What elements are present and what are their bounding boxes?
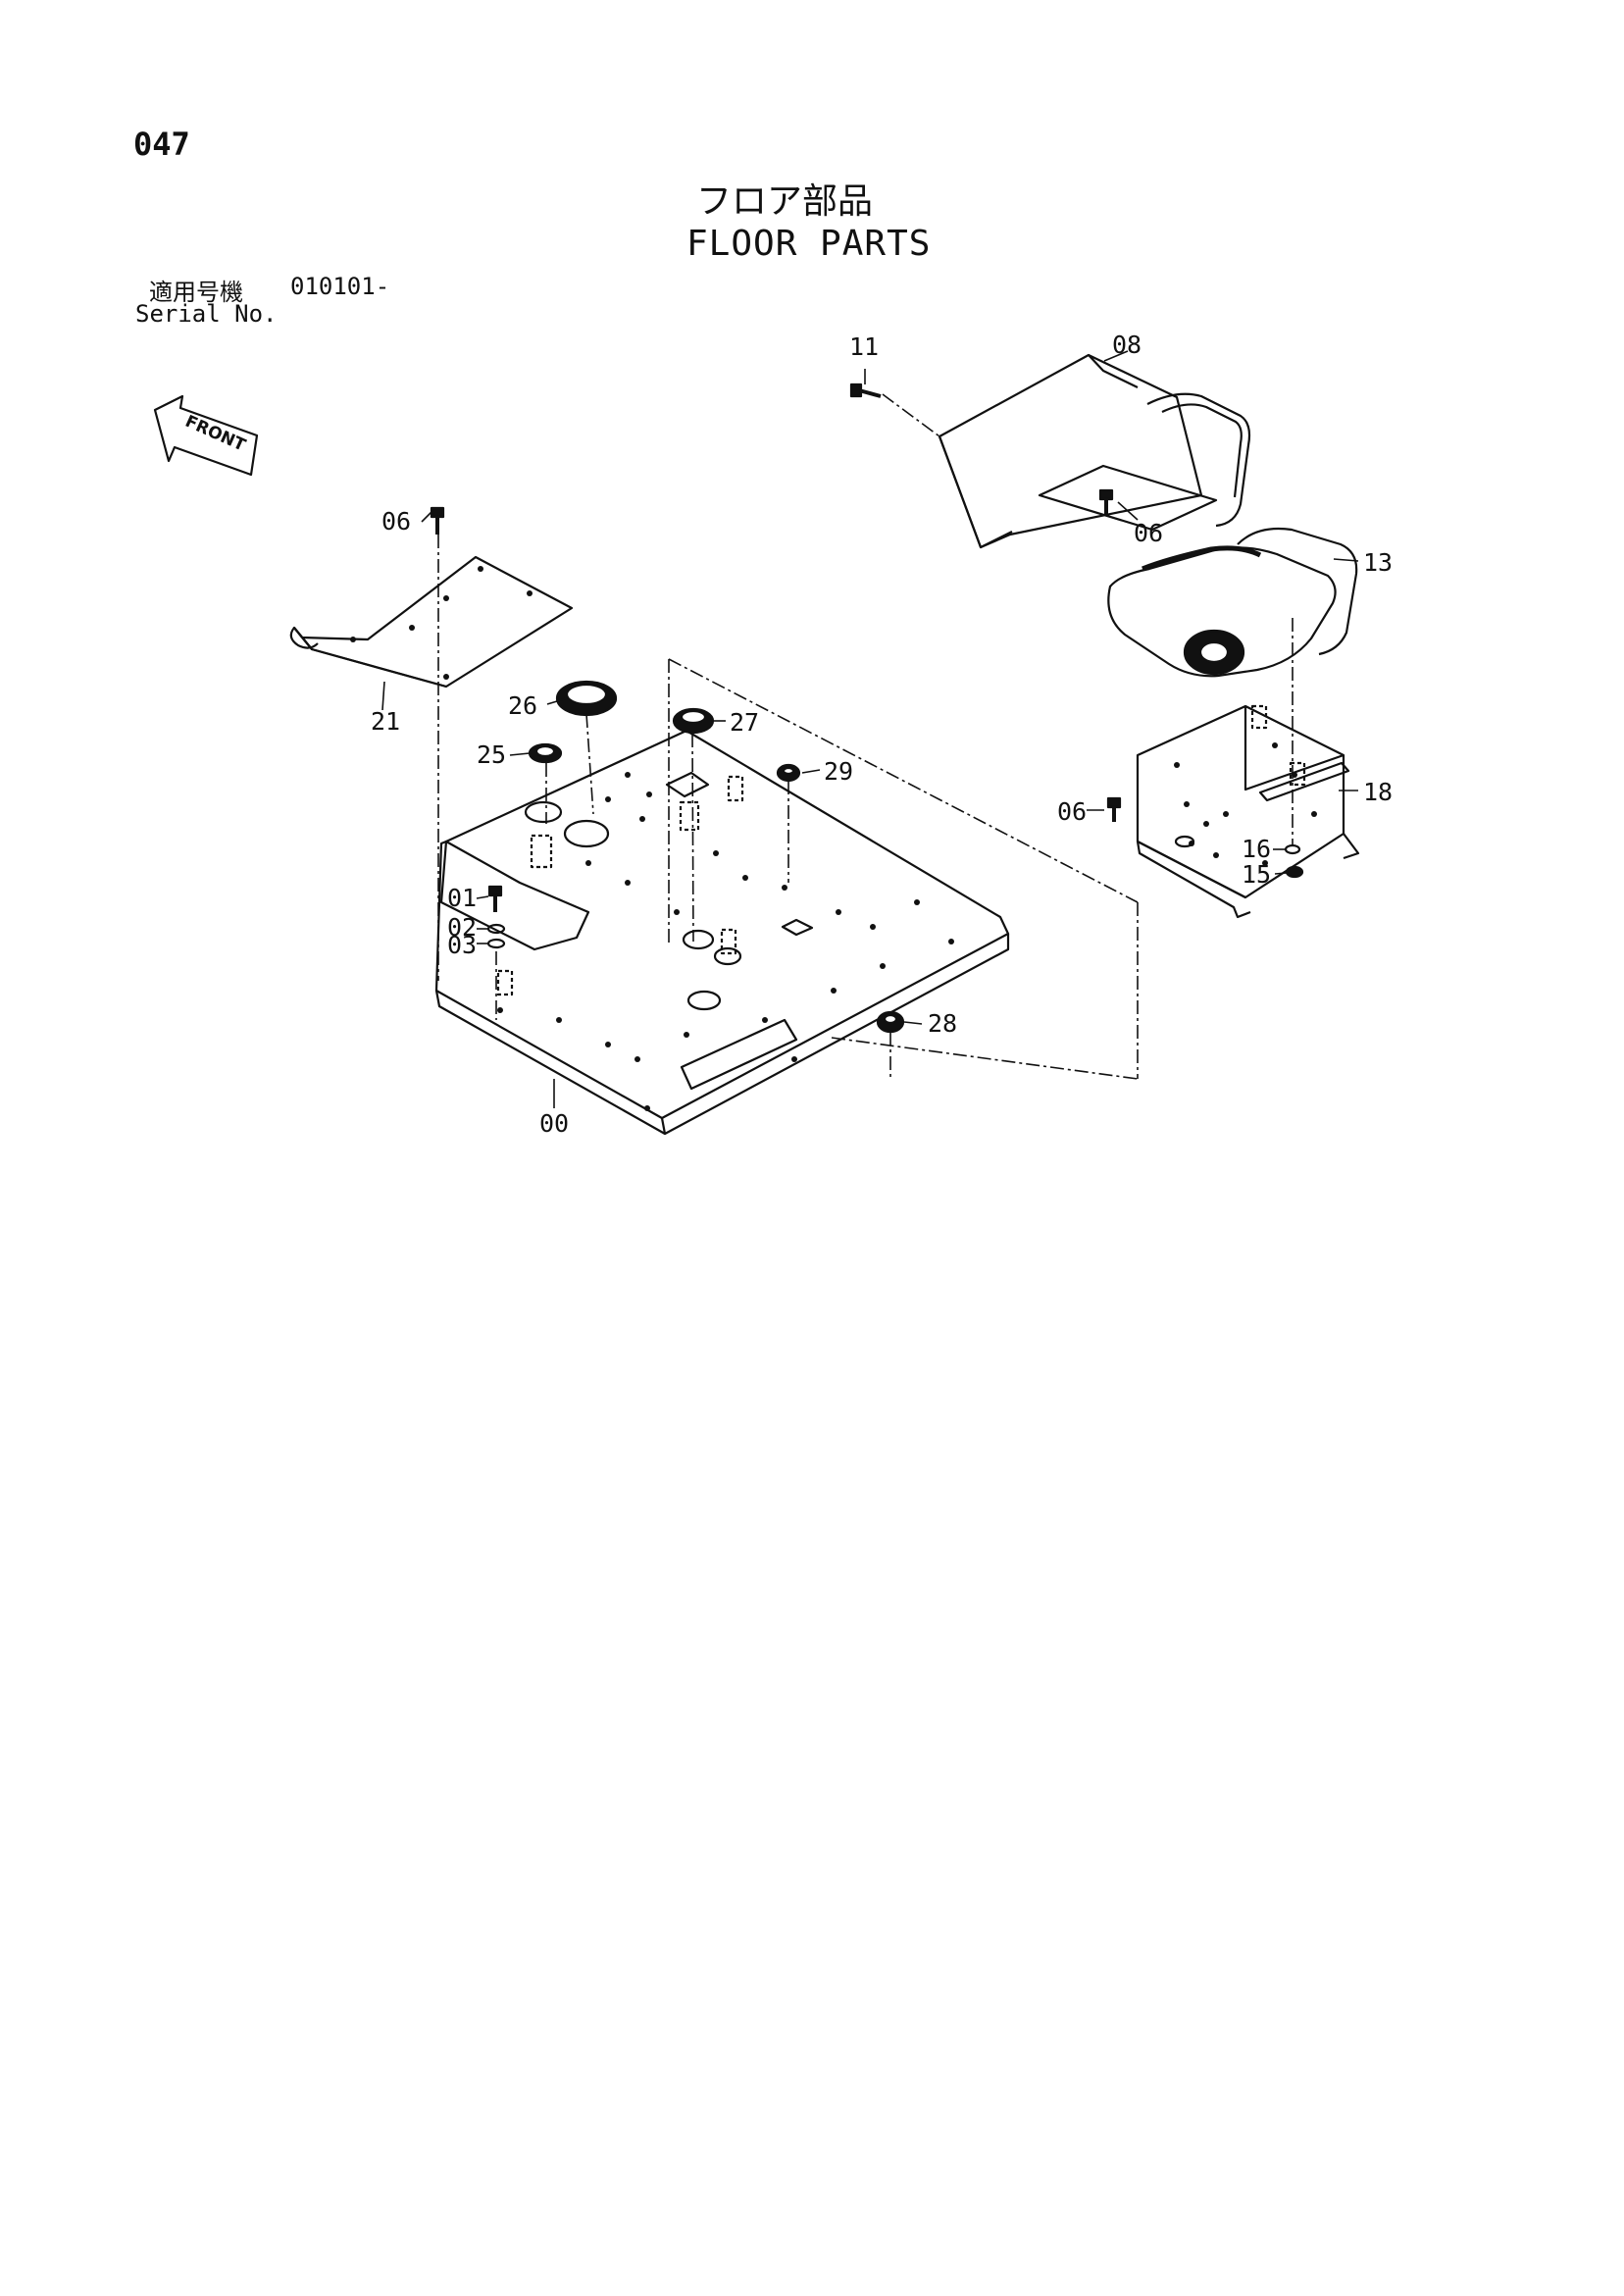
operator-seat — [1107, 527, 1358, 678]
washer-02 — [486, 923, 506, 935]
bolt-06-guard — [1098, 488, 1114, 514]
front-label: FRONT — [182, 412, 249, 456]
bolt-01 — [487, 885, 503, 912]
nut-16 — [1284, 843, 1301, 855]
grommet-28 — [876, 1010, 905, 1034]
floor-plate — [434, 729, 1010, 1136]
callout-29: 29 — [824, 757, 853, 786]
serial-number-value: 010101- — [290, 273, 390, 300]
callout-01: 01 — [447, 884, 477, 912]
page-title-japanese: フロア部品 — [696, 181, 874, 222]
seat-stand-bracket — [1136, 704, 1360, 919]
callout-06-stand: 06 — [1057, 797, 1087, 826]
callout-03: 03 — [447, 931, 477, 959]
callout-13: 13 — [1363, 548, 1393, 577]
callout-02: 02 — [447, 913, 477, 942]
seal-ring-25 — [528, 742, 563, 764]
seal-ring-27 — [672, 707, 715, 735]
callout-25: 25 — [477, 740, 506, 769]
callout-28: 28 — [928, 1009, 957, 1038]
callout-27: 27 — [730, 708, 759, 737]
callout-15: 15 — [1242, 860, 1271, 889]
callout-16: 16 — [1242, 835, 1271, 863]
callout-21: 21 — [371, 707, 400, 736]
seat-cover-guard — [938, 353, 1251, 549]
floor-cover-plate — [289, 555, 574, 689]
callout-18: 18 — [1363, 778, 1393, 806]
bolt-06-cover — [430, 506, 445, 535]
bolt-11 — [849, 383, 882, 398]
callout-08: 08 — [1112, 331, 1142, 359]
callout-26: 26 — [508, 691, 537, 720]
bolt-06-stand — [1106, 796, 1122, 822]
callout-06-guard: 06 — [1134, 519, 1163, 547]
page-title-english: FLOOR PARTS — [686, 224, 932, 264]
nut-15 — [1285, 865, 1304, 879]
serial-label-japanese: 適用号機 — [149, 279, 243, 306]
front-arrow-icon: FRONT — [153, 394, 259, 477]
callout-11: 11 — [849, 332, 879, 361]
washer-03 — [486, 938, 506, 949]
page-number: 047 — [133, 126, 190, 163]
grommet-29 — [776, 763, 801, 783]
callout-00: 00 — [539, 1109, 569, 1138]
serial-label-english: Serial No. — [135, 300, 278, 328]
callout-06-cover: 06 — [381, 507, 411, 536]
seal-ring-26 — [555, 680, 618, 717]
